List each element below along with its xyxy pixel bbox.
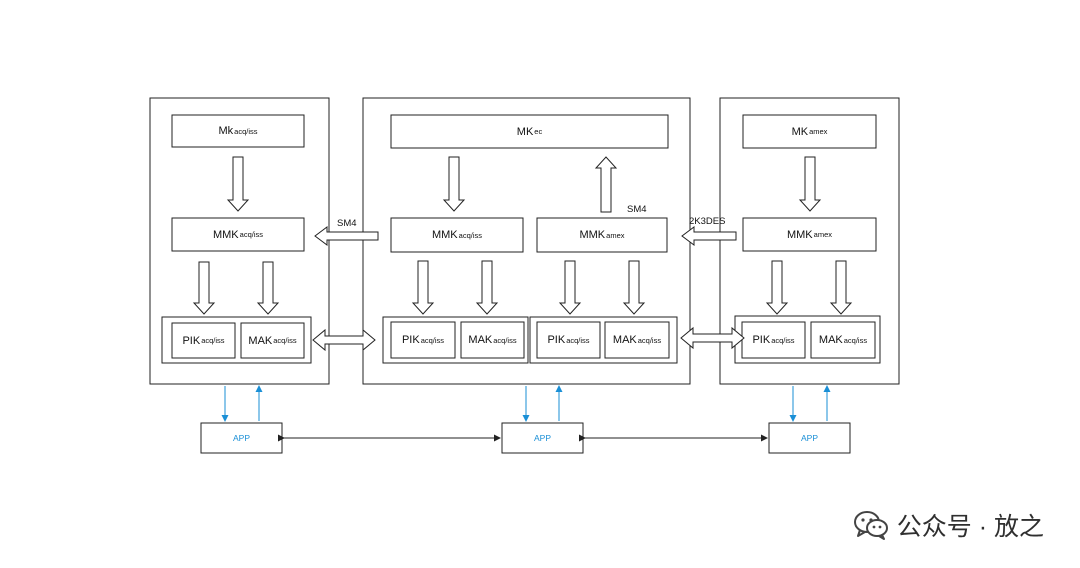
center-mmk-left-box (390, 217, 524, 253)
center-mmk-right-sub: amex (606, 230, 625, 240)
right-pik-main: PIK (752, 334, 771, 346)
left-pik-box (171, 322, 236, 359)
right-mmk-main: MMK (786, 228, 813, 241)
left-mk-to-mmk-arrow (226, 156, 250, 212)
right-mak-sub: acq/iss (843, 335, 868, 345)
center-mmk-right-main: MMK (579, 229, 606, 241)
right-mmk-sub: amex (813, 230, 832, 239)
center-pik-right-box (536, 321, 601, 359)
2k3des-label: 2K3DES (689, 216, 726, 227)
left-panel (149, 97, 330, 385)
center-mmk-left-main: MMK (431, 229, 458, 241)
center-mmk-right-box (536, 217, 668, 253)
left-mmk-box (171, 217, 305, 252)
left-center-key-exchange-arrow (312, 328, 376, 352)
right-mk-sub: amex (809, 127, 828, 136)
center-mak-left-main: MAK (468, 334, 493, 346)
center-mmk-left-to-mak-arrow (475, 260, 499, 315)
2k3des-left-arrow (681, 226, 737, 246)
center-mk-sub: ec (534, 127, 543, 136)
center-mmk-left-to-pik-arrow (411, 260, 435, 315)
right-app-box (768, 422, 851, 454)
right-panel (719, 97, 900, 385)
center-pik-left-sub: acq/iss (420, 335, 445, 345)
center-pik-right-sub: acq/iss (566, 335, 590, 345)
watermark: 公众号 · 放之 (853, 507, 1044, 543)
center-mk-to-mmk-arrow (442, 156, 466, 212)
center-mak-right-main: MAK (612, 334, 637, 346)
center-right-key-exchange-arrow (680, 326, 745, 350)
center-key-group-left (382, 316, 529, 364)
left-mmk-to-pik-arrow (192, 261, 216, 315)
left-mmk-main: MMK (212, 228, 239, 241)
left-app-label: APP (232, 433, 250, 443)
center-mmk-amex-to-mk-arrow (594, 156, 618, 213)
right-mk-main: MK (791, 125, 809, 138)
right-mk-to-mmk-arrow (798, 156, 822, 212)
center-pik-right-main: PIK (547, 334, 566, 346)
right-app-label: APP (800, 433, 818, 443)
right-pik-sub: acq/iss (771, 335, 795, 345)
left-mk-sub: acq/iss (234, 126, 258, 136)
center-mmk-right-to-mak-arrow (622, 260, 646, 315)
left-mmk-sub: acq/iss (239, 230, 263, 239)
right-mmk-box (742, 217, 877, 252)
right-mak-main: MAK (818, 334, 843, 346)
watermark-text: 公众号 · 放之 (896, 513, 1044, 541)
sm4-up-label: SM4 (627, 204, 647, 215)
left-mak-main: MAK (248, 334, 273, 347)
center-pik-left-main: PIK (401, 334, 420, 346)
center-key-group-right (529, 316, 678, 364)
center-pik-left-box (390, 321, 456, 359)
wechat-icon (853, 511, 888, 540)
center-mak-left-box (460, 321, 525, 359)
sm4-left-arrow (314, 226, 379, 246)
left-mak-box (240, 322, 305, 359)
center-app-label: APP (533, 433, 551, 443)
center-mmk-right-to-pik-arrow (558, 260, 582, 315)
left-mmk-to-mak-arrow (256, 261, 280, 315)
right-mmk-to-pik-arrow (765, 260, 789, 315)
center-mak-right-box (604, 321, 670, 359)
left-key-group (161, 316, 312, 364)
sm4-left-label: SM4 (337, 218, 357, 229)
left-pik-main: PIK (182, 334, 201, 347)
left-pik-sub: acq/iss (201, 336, 225, 345)
right-mak-box (810, 321, 876, 359)
right-mmk-to-mak-arrow (829, 260, 853, 315)
center-mk-main: MK (516, 125, 534, 138)
center-mk-box (390, 114, 669, 149)
left-mk-box (171, 114, 305, 148)
center-mak-left-sub: acq/iss (493, 335, 517, 345)
left-mk-main: Mk (218, 125, 234, 137)
center-mmk-left-sub: acq/iss (458, 230, 482, 240)
center-mak-right-sub: acq/iss (637, 335, 662, 345)
right-mk-box (742, 114, 877, 149)
left-mak-sub: acq/iss (273, 336, 297, 345)
